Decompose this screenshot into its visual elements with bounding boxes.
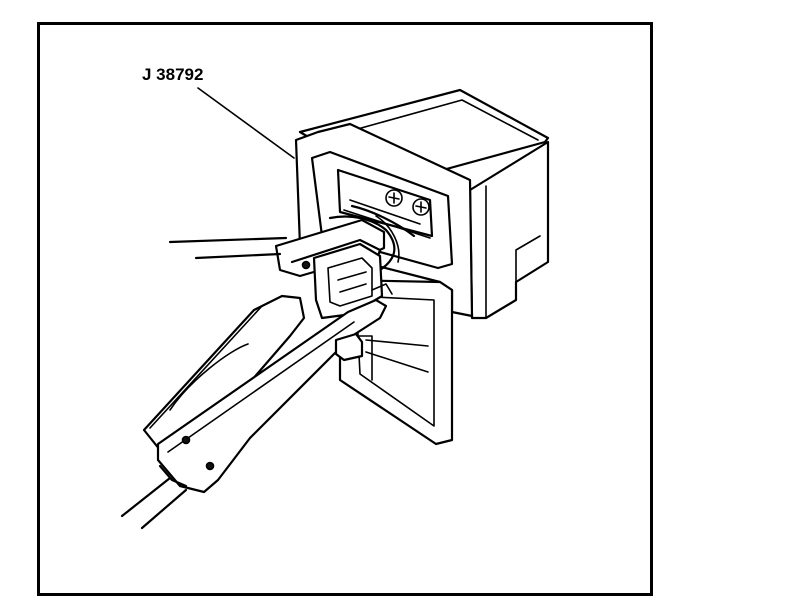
probe-leads bbox=[120, 236, 288, 530]
probe-tool bbox=[142, 218, 393, 494]
connector-face bbox=[294, 122, 474, 318]
callout-label: J 38792 bbox=[142, 65, 203, 84]
connector-wires bbox=[328, 204, 416, 272]
callout-leader-line bbox=[197, 87, 295, 159]
